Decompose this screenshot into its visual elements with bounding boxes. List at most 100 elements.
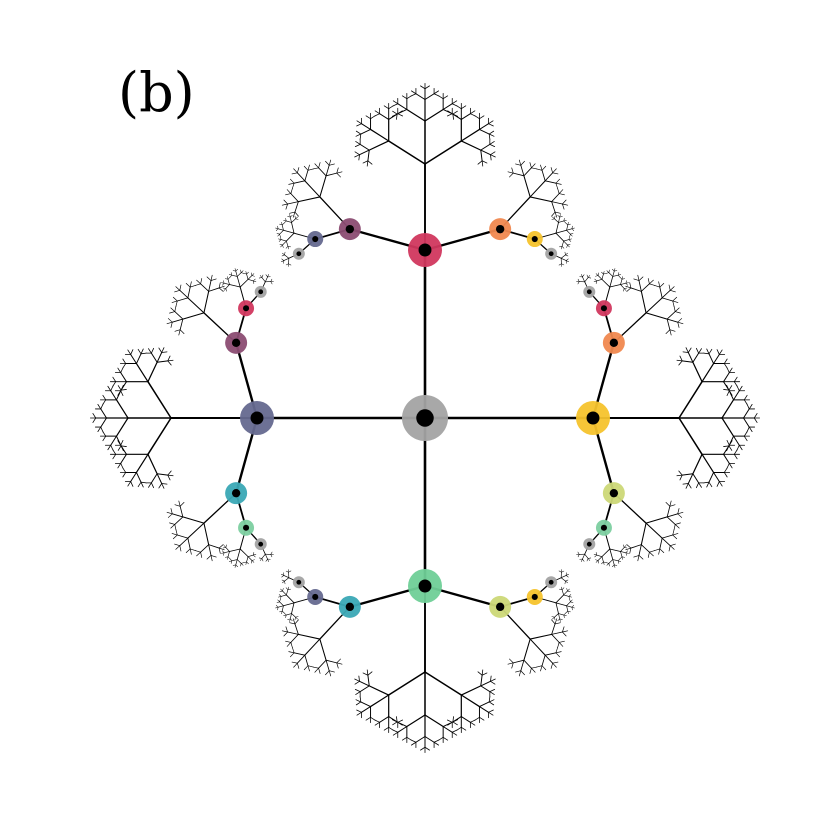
fractal-edge [102, 399, 107, 405]
fractal-edge [356, 123, 362, 127]
fractal-edge [570, 233, 574, 235]
fractal-edge [359, 680, 370, 687]
fractal-edge [360, 706, 372, 713]
fractal-edge [565, 574, 569, 576]
fractal-edge [120, 381, 127, 392]
fractal-edge [743, 408, 750, 419]
fractal-edge [469, 113, 476, 117]
fractal-edge [746, 403, 750, 410]
fractal-edge [669, 329, 672, 336]
fractal-edge [185, 548, 191, 553]
fractal-edge [392, 729, 399, 733]
fractal-edge [619, 277, 623, 280]
fractal-edge [281, 605, 284, 612]
fractal-edge [480, 143, 491, 151]
fractal-edge [171, 513, 184, 518]
fractal-edge [733, 381, 738, 387]
fractal-edge [285, 246, 289, 249]
fractal-edge [235, 270, 238, 277]
fractal-edge [251, 559, 255, 561]
fractal-edge [677, 318, 683, 323]
fractal-edge [571, 228, 575, 231]
fractal-edge [551, 623, 556, 635]
fractal-edge [728, 385, 733, 391]
fractal-edge [512, 659, 525, 664]
fractal-edge [379, 113, 390, 120]
fractal-edge [536, 168, 543, 171]
fractal-edge [392, 100, 399, 105]
fractal-edge [451, 729, 458, 733]
fractal-edge [178, 329, 181, 336]
fractal-edge [283, 229, 295, 234]
fractal-edge [135, 353, 142, 365]
fractal-edge [552, 662, 557, 668]
fractal-edge [282, 252, 285, 256]
node-plum [338, 218, 361, 241]
fractal-edge [290, 187, 293, 194]
fractal-edge [488, 130, 495, 135]
fractal-edge [245, 271, 247, 275]
fractal-edge [287, 216, 291, 218]
fractal-edge [544, 652, 557, 656]
fractal-edge [451, 113, 462, 120]
fractal-edge [541, 165, 547, 171]
fractal-edge [743, 417, 750, 428]
fractal-edge [728, 445, 733, 451]
fractal-edge [596, 279, 603, 282]
fractal-edge [279, 590, 283, 593]
fractal-edge [672, 534, 678, 540]
fractal-edge [166, 511, 173, 515]
fractal-edge [366, 160, 369, 167]
fractal-edge [529, 196, 553, 203]
fractal-edge [733, 453, 738, 460]
fractal-edge [410, 741, 417, 746]
fractal-edge [236, 276, 241, 288]
fractal-edge [669, 504, 676, 507]
fractal-edge [147, 380, 172, 419]
fractal-edge [728, 367, 733, 374]
fractal-edge [728, 462, 733, 469]
fractal-edge [433, 739, 440, 743]
fractal-edge [566, 244, 568, 248]
fractal-edge [723, 467, 728, 473]
fractal-edge [563, 220, 566, 224]
fractal-edge [726, 439, 730, 446]
fractal-edge [328, 159, 332, 166]
fractal-edge [230, 560, 233, 564]
fractal-edge [577, 551, 580, 555]
fractal-edge [97, 426, 102, 433]
fractal-edge [584, 553, 589, 559]
fractal-edge [251, 275, 255, 277]
fractal-edge [370, 115, 376, 120]
fractal-edge [661, 297, 674, 302]
fractal-edge [452, 110, 458, 115]
fractal-edge [723, 358, 728, 364]
fractal-edge [460, 716, 471, 723]
fractal-edge [721, 417, 735, 437]
fractal-edge [577, 278, 580, 282]
fractal-edge [551, 619, 556, 625]
fractal-edge [92, 417, 97, 423]
fractal-edge [554, 618, 558, 625]
fractal-edge [609, 284, 621, 288]
fractal-edge [647, 278, 650, 285]
fractal-edge [723, 445, 730, 447]
fractal-edge [140, 352, 147, 355]
fractal-edge [278, 596, 282, 598]
fractal-edge [682, 351, 689, 353]
fractal-edge [235, 268, 238, 272]
fractal-edge [292, 182, 295, 189]
fractal-edge [571, 225, 573, 230]
fractal-edge [571, 606, 573, 611]
fractal-edge [562, 203, 565, 210]
fractal-edge [362, 672, 369, 676]
fractal-edge [297, 662, 300, 669]
fractal-edge [567, 610, 569, 615]
fractal-edge [282, 240, 287, 246]
fractal-edge [665, 502, 671, 507]
fractal-edge [325, 164, 330, 177]
node-teal [225, 482, 248, 505]
fractal-edge [677, 513, 683, 518]
fractal-edge [251, 560, 255, 563]
fractal-edge [677, 321, 680, 328]
